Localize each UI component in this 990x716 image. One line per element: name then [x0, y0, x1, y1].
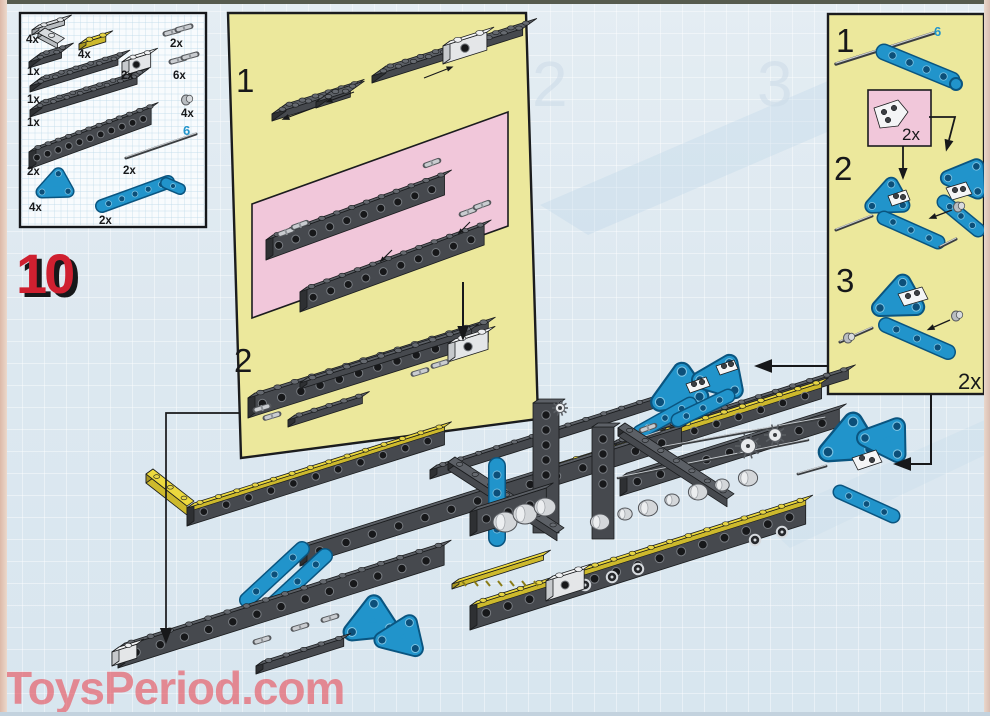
part-light-gray-corner-plate: [31, 14, 72, 49]
parts-inventory-box: 4x 4x 1x 2x 2x 6x 1x 4x 1x 2x 2x 4x 2x 6: [18, 11, 208, 229]
part-dark-plate-2x6: [29, 49, 131, 93]
right-panel-illustrations: [834, 31, 986, 360]
scan-edge-top: [0, 0, 990, 4]
assembly-quantity-label: 2x: [958, 369, 981, 394]
ghost-digit-left: 2: [532, 48, 568, 120]
part-technic-bush: [181, 94, 194, 106]
main-assembly-illustration: [111, 353, 907, 675]
blue-steering-arm-shape: [342, 594, 400, 642]
part-blue-steering-arm: [35, 167, 75, 199]
part-blue-liftarm: [95, 175, 186, 213]
watermark: ToysPeriod.com: [4, 662, 345, 714]
qty-label: 1x: [27, 117, 40, 129]
parts-box-quantity-labels: 4x 4x 1x 2x 2x 6x 1x 4x 1x 2x 2x 4x 2x 6: [26, 34, 194, 227]
blue-steering-arm-shape: [856, 417, 907, 464]
ghost-band-upper: [540, 62, 920, 235]
qty-label: 1x: [27, 66, 40, 78]
qty-label: 2x: [170, 38, 183, 50]
step-number: 10 10: [16, 242, 81, 309]
center-step-1-label: 1: [236, 62, 254, 99]
scan-edge-bottom: [0, 712, 990, 716]
step-number-text: 10: [16, 242, 73, 305]
part-yellow-plate-1x2: [78, 30, 114, 51]
inset-quantity-label: 2x: [902, 125, 920, 144]
part-technic-brick-1x12: [28, 102, 159, 170]
step-number-shadow: 10: [21, 246, 78, 309]
page-ghost-showthrough: 2 3: [532, 48, 985, 548]
right-instruction-panel: 1 2 3 2x 6 2x: [826, 12, 986, 396]
right-step-3-label: 3: [836, 262, 854, 299]
qty-label: 4x: [181, 108, 194, 120]
qty-label: 4x: [29, 202, 42, 214]
parts-box-illustrations: [28, 14, 200, 213]
qty-label: 2x: [27, 166, 40, 178]
center-instruction-panel: 1 2: [226, 11, 540, 460]
qty-label: 4x: [26, 34, 39, 46]
scan-edge-left: [0, 0, 7, 716]
center-step-2-label: 2: [234, 342, 252, 379]
part-white-technic-brick-1x2: [121, 47, 159, 77]
right-step-2-label: 2: [834, 150, 852, 187]
part-dark-plate-2x2: [28, 42, 74, 69]
scan-edge-right: [984, 0, 990, 716]
axle-length-label: 6: [183, 123, 190, 138]
qty-label: 2x: [121, 70, 134, 82]
part-connector-pin: [168, 51, 200, 65]
qty-label: 2x: [99, 215, 112, 227]
qty-label: 4x: [78, 49, 91, 61]
qty-label: 6x: [173, 70, 186, 82]
center-panel-illustrations: [247, 18, 538, 428]
qty-label: 2x: [123, 165, 136, 177]
part-axle-6: [124, 132, 198, 160]
blue-steering-arm-shape: [35, 167, 75, 199]
instruction-arrows: [159, 66, 957, 644]
right-axle-length-label: 6: [934, 24, 941, 39]
ghost-digit-right: 3: [757, 48, 793, 120]
ghost-band-lower: [760, 420, 985, 548]
parts-box-grid: [21, 15, 205, 225]
qty-label: 1x: [27, 94, 40, 106]
blue-steering-arm-shape: [373, 614, 424, 658]
part-dark-plate-2x8: [29, 67, 150, 118]
part-connector-pin-double: [162, 23, 194, 37]
right-step-1-label: 1: [836, 22, 854, 59]
